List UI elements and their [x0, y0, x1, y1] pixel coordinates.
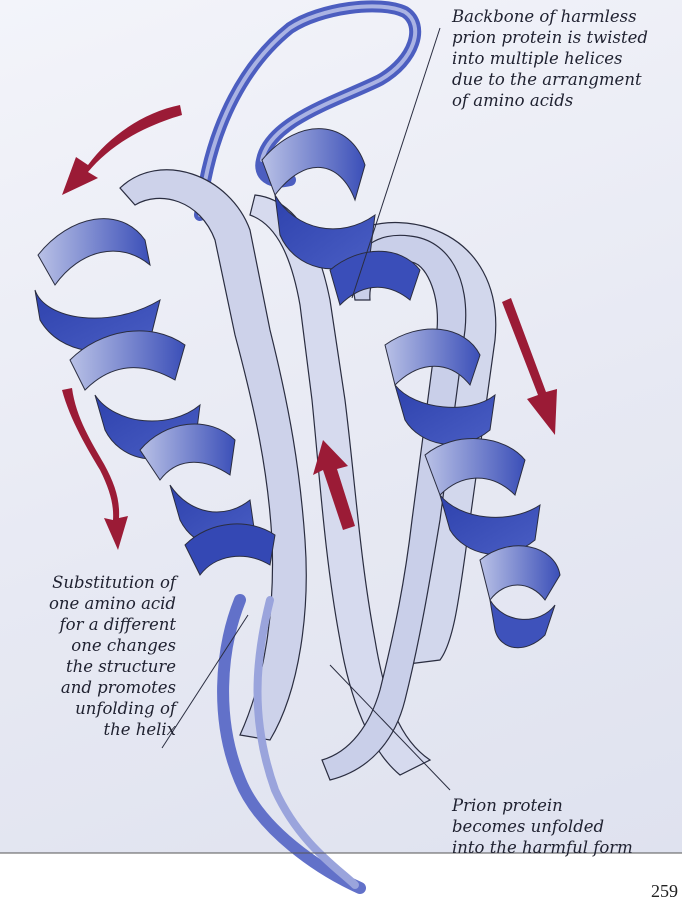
right-helix	[262, 129, 420, 305]
substitution-label: Substitution of one amino acid for a dif…	[4, 572, 176, 740]
unfolded-form-label: Prion protein becomes unfolded into the …	[452, 795, 633, 858]
arrow-left-down	[62, 388, 128, 550]
page-number: 259	[651, 881, 678, 902]
backbone-helices-label: Backbone of harmless prion protein is tw…	[452, 6, 648, 111]
top-loop-ribbon	[200, 6, 415, 215]
arrow-right-down	[502, 298, 557, 435]
